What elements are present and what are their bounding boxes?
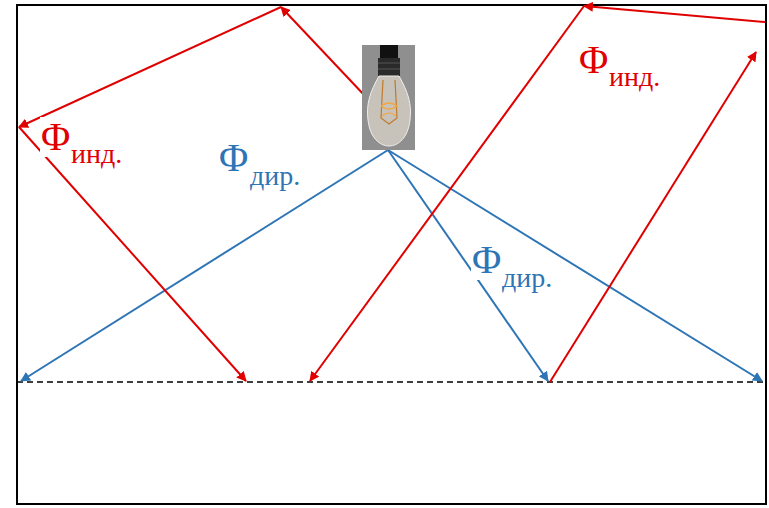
room-outline [17,5,766,504]
flux-subscript: инд. [608,63,661,91]
direct-rays [21,150,762,381]
flux-symbol: Φ [578,40,609,80]
work-plane [17,381,766,383]
light-bulb [362,45,415,150]
indirect-rays [19,6,765,382]
flux-symbol: Φ [40,117,71,157]
flux-symbol: Φ [218,138,249,178]
flux-subscript: дир. [501,264,553,292]
flux-subscript: инд. [70,140,123,168]
flux-subscript: дир. [249,162,301,190]
flux-symbol: Φ [471,240,502,280]
